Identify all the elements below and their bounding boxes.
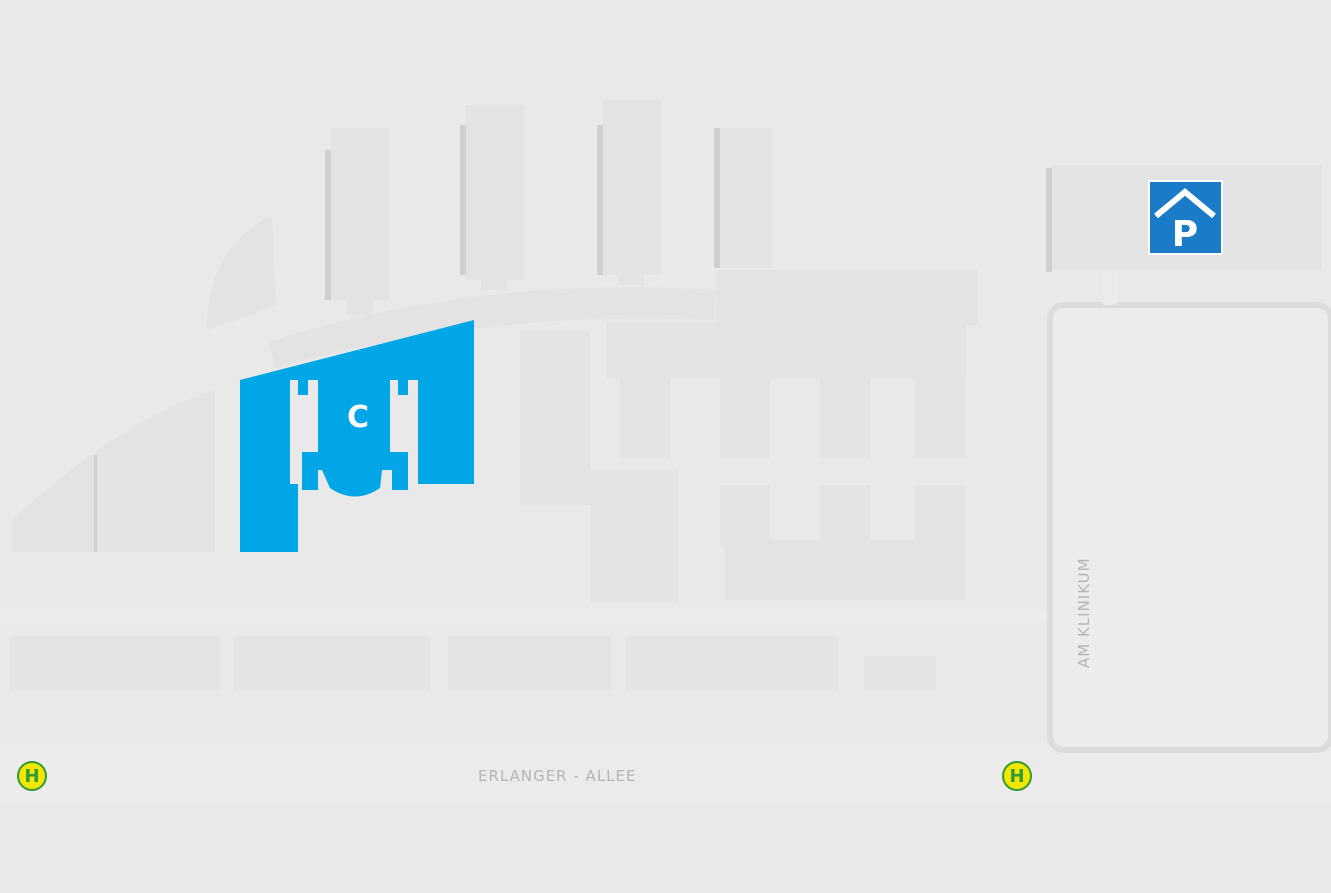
parking-garage-icon[interactable]: P — [1148, 180, 1223, 255]
parking-garage-edge — [1046, 168, 1052, 272]
curved-connector — [268, 287, 716, 368]
east-comb-building-north — [606, 270, 978, 458]
parking-access-road — [1103, 270, 1117, 305]
crescent-building — [206, 215, 276, 330]
street-label-am-klinikum: AM KLINIKUM — [1075, 557, 1093, 668]
parking-label: P — [1172, 214, 1198, 253]
bus-stop-icon-east[interactable]: H — [1002, 761, 1032, 791]
east-comb-building-south — [720, 485, 965, 600]
building-c[interactable] — [240, 320, 474, 552]
south-row-buildings — [10, 636, 936, 690]
central-l-building — [520, 330, 678, 602]
building-c-label: C — [346, 400, 370, 435]
wedge-divider — [94, 455, 97, 552]
street-label-erlanger-allee: ERLANGER - ALLEE — [478, 767, 637, 785]
bus-stop-icon-west[interactable]: H — [17, 761, 47, 791]
parking-lot-area — [1047, 302, 1331, 753]
north-slab-buildings — [325, 100, 772, 315]
inner-road — [0, 610, 1050, 622]
west-wedge-building — [12, 390, 215, 552]
